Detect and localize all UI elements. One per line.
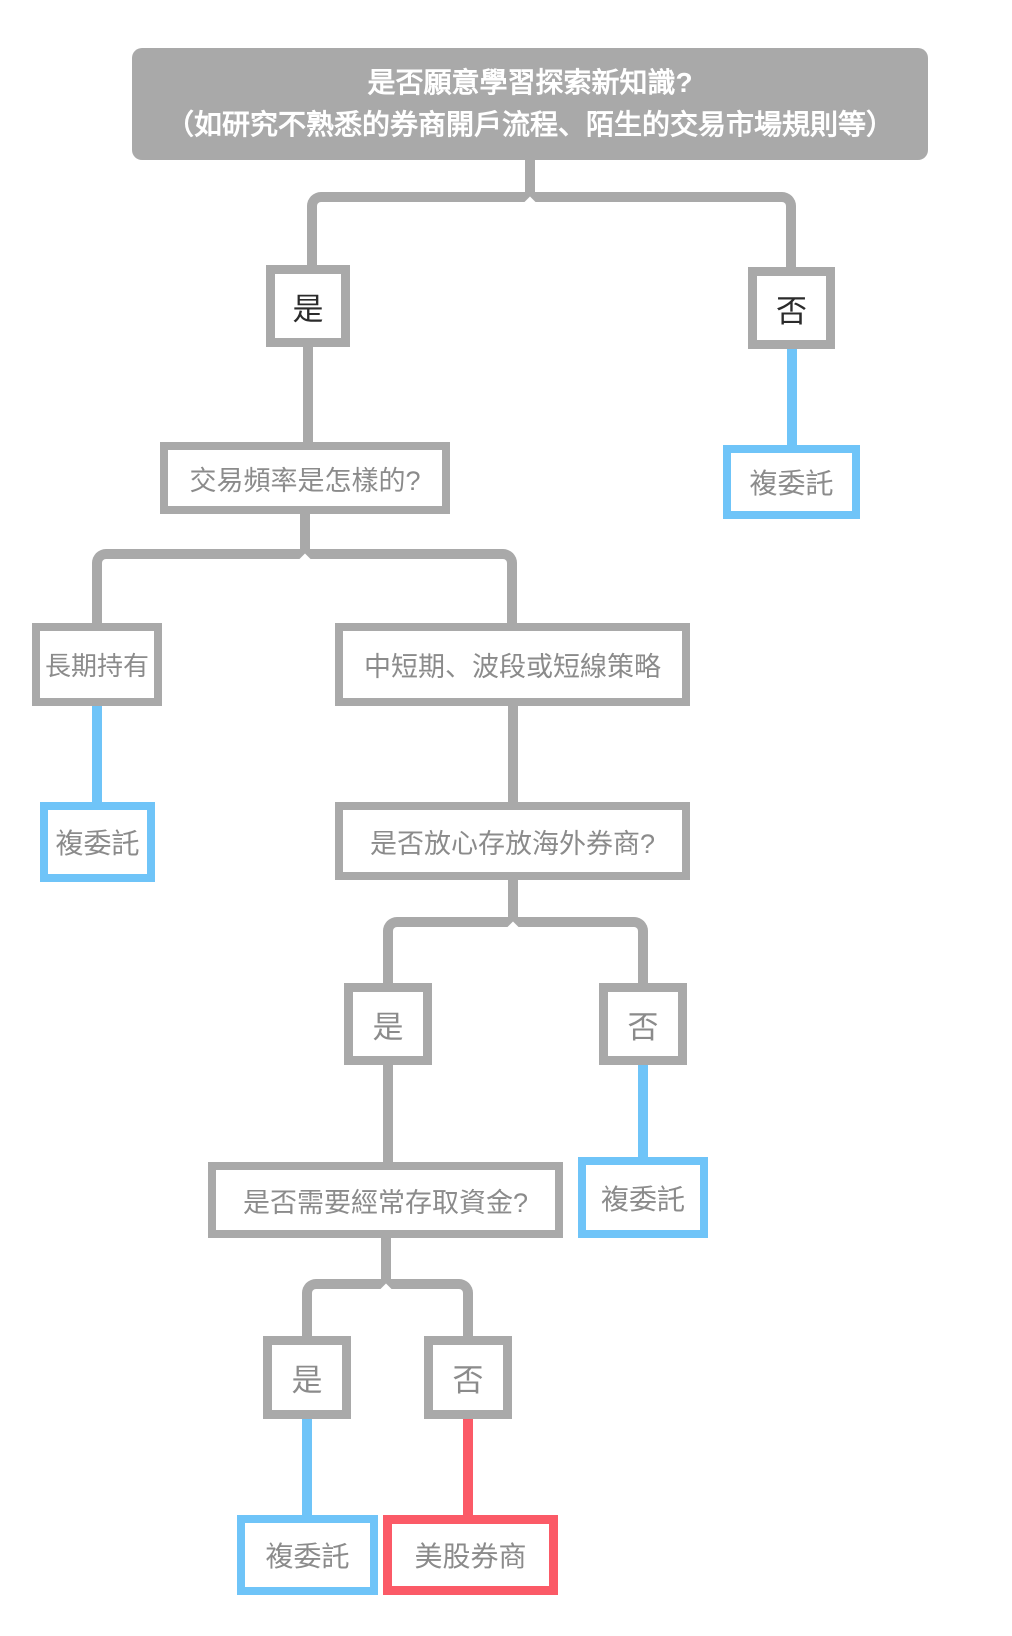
node-result-subbrokerage-1: 複委託 [723, 445, 860, 519]
connector-root-right-corner [530, 192, 796, 267]
root-question-line1: 是否願意學習探索新知識? [367, 67, 693, 98]
node-result-subbrokerage-1-label: 複委託 [749, 468, 834, 499]
node-result-us-broker-label: 美股券商 [414, 1541, 527, 1572]
connector-access-right-corner [386, 1279, 473, 1336]
connector-root-stub [525, 160, 535, 196]
node-yes-level3: 是 [344, 983, 432, 1065]
connector-yes3-access [383, 1065, 393, 1162]
node-result-subbrokerage-2: 複委託 [40, 802, 155, 882]
connector-no4-result [463, 1419, 473, 1515]
connector-yes1-frequency [303, 347, 313, 442]
connector-longterm-result [92, 706, 102, 802]
root-question-node: 是否願意學習探索新知識? （如研究不熟悉的券商開戶流程、陌生的交易市場規則等） [132, 48, 928, 160]
connector-access-stub [381, 1238, 391, 1283]
node-midterm: 中短期、波段或短線策略 [335, 623, 690, 706]
node-no-level4-label: 否 [452, 1363, 484, 1398]
node-question-access: 是否需要經常存取資金? [208, 1162, 563, 1238]
node-result-subbrokerage-3: 複委託 [578, 1157, 708, 1238]
node-yes-level4-label: 是 [291, 1363, 323, 1398]
node-no-level1: 否 [748, 267, 835, 349]
node-question-frequency-label: 交易頻率是怎樣的? [189, 465, 421, 496]
node-yes-level3-label: 是 [372, 1009, 404, 1045]
connector-frequency-right-corner [305, 549, 517, 623]
connector-root-left-corner [307, 192, 530, 265]
connector-access-left-corner [302, 1279, 386, 1336]
connector-trust-left-corner [383, 917, 513, 983]
node-no-level4: 否 [424, 1336, 512, 1419]
connector-trust-stub [508, 880, 518, 921]
connector-no1-result [787, 349, 797, 445]
node-yes-level1: 是 [266, 265, 350, 347]
node-no-level3: 否 [599, 983, 687, 1065]
node-question-access-label: 是否需要經常存取資金? [242, 1187, 529, 1218]
node-question-trust: 是否放心存放海外券商? [335, 802, 690, 880]
node-longterm: 長期持有 [32, 623, 162, 706]
connector-midterm-trust [508, 706, 518, 802]
connector-trust-right-corner [513, 917, 648, 983]
node-longterm-label: 長期持有 [44, 651, 149, 681]
node-result-subbrokerage-3-label: 複委託 [600, 1183, 685, 1215]
connector-no3-result [638, 1065, 648, 1157]
connector-frequency-left-corner [92, 549, 305, 623]
node-result-subbrokerage-4-label: 複委託 [265, 1541, 350, 1572]
node-result-us-broker: 美股券商 [383, 1515, 558, 1595]
node-result-subbrokerage-4: 複委託 [237, 1515, 378, 1595]
root-question-line2: （如研究不熟悉的券商開戶流程、陌生的交易市場規則等） [165, 109, 894, 140]
node-question-trust-label: 是否放心存放海外券商? [369, 828, 656, 859]
node-midterm-label: 中短期、波段或短線策略 [364, 652, 661, 682]
node-no-level1-label: 否 [776, 293, 807, 329]
node-yes-level1-label: 是 [292, 291, 324, 327]
connector-frequency-stub [300, 514, 310, 553]
node-question-frequency: 交易頻率是怎樣的? [160, 442, 450, 514]
node-no-level3-label: 否 [627, 1009, 659, 1045]
node-yes-level4: 是 [263, 1336, 351, 1419]
node-result-subbrokerage-2-label: 複委託 [55, 828, 140, 859]
connector-yes4-result [302, 1419, 312, 1515]
